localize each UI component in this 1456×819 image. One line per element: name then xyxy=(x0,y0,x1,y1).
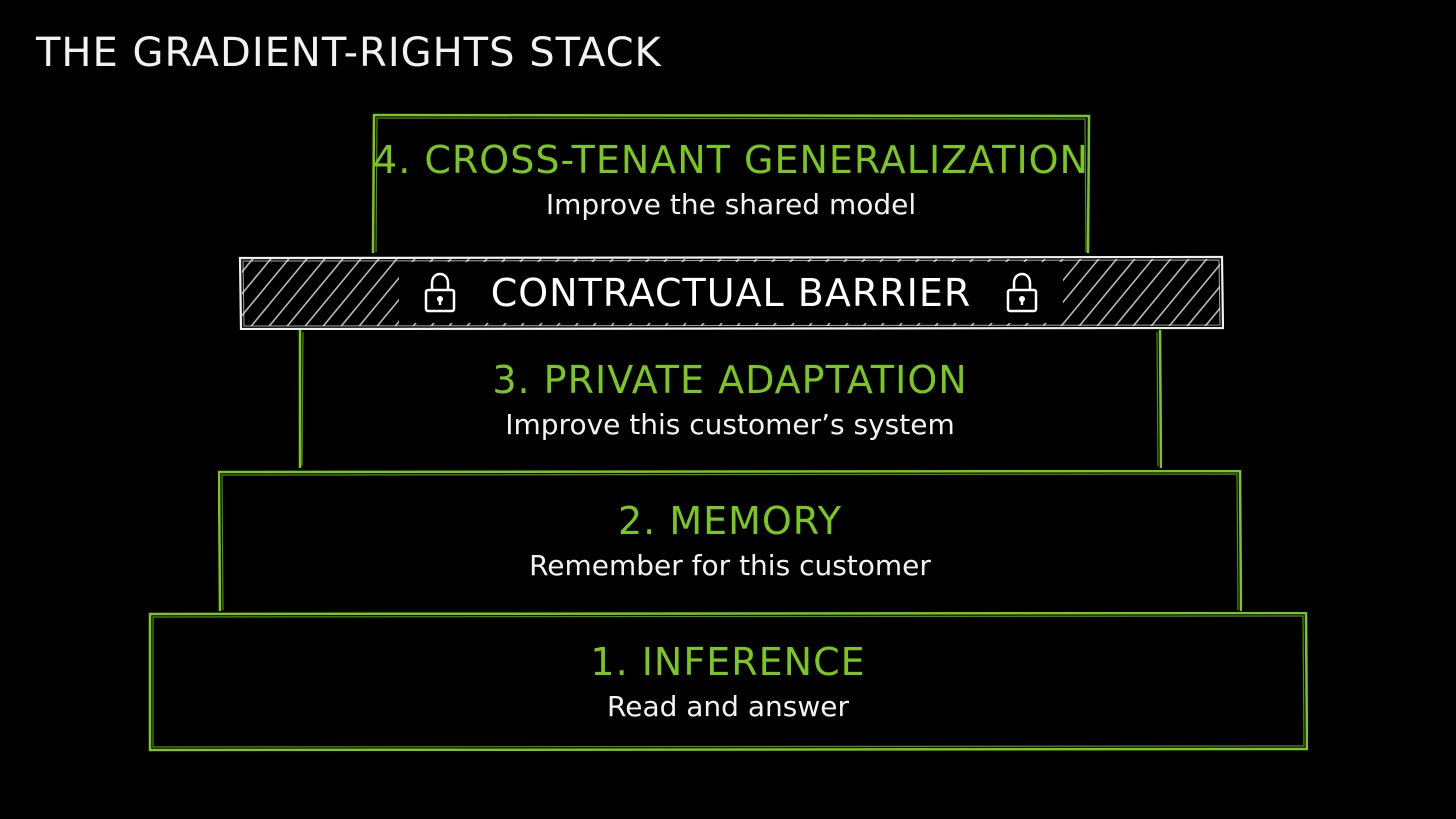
hatch-line xyxy=(250,259,308,326)
lock-icon xyxy=(423,272,457,314)
hatch-line xyxy=(268,259,326,326)
tier-description: Read and answer xyxy=(607,690,849,724)
lock-icon xyxy=(1005,272,1039,314)
hatch-line xyxy=(322,259,380,326)
hatch-line xyxy=(1060,259,1118,326)
tier-description: Remember for this customer xyxy=(529,549,931,583)
hatch-line xyxy=(304,259,362,326)
hatch-line xyxy=(1150,259,1208,326)
hatch-line xyxy=(1096,259,1154,326)
hatch-line xyxy=(1132,259,1190,326)
hatch-line xyxy=(1168,263,1220,326)
hatch-line xyxy=(340,259,398,326)
hatch-line xyxy=(242,259,254,274)
hatch-line xyxy=(1114,259,1172,326)
tier-title: 4. CROSS-TENANT GENERALIZATION xyxy=(373,137,1089,182)
tier-private-adaptation: 3. PRIVATE ADAPTATION Improve this custo… xyxy=(298,330,1162,470)
hatch-line xyxy=(242,259,290,317)
tier-title: 3. PRIVATE ADAPTATION xyxy=(492,357,968,402)
tier-cross-tenant-generalization: 4. CROSS-TENANT GENERALIZATION Improve t… xyxy=(371,113,1091,255)
hatch-line xyxy=(286,259,344,326)
tier-description: Improve this customer’s system xyxy=(505,408,955,442)
hatch-line xyxy=(1186,285,1220,326)
hatch-line xyxy=(1204,306,1220,326)
tier-title: 2. MEMORY xyxy=(617,498,842,543)
tier-frame xyxy=(371,113,1091,254)
barrier-label-group: CONTRACTUAL BARRIER xyxy=(398,262,1064,323)
tier-title: 1. INFERENCE xyxy=(590,639,866,684)
tier-memory: 2. MEMORY Remember for this customer xyxy=(218,470,1242,612)
page-title: THE GRADIENT-RIGHTS STACK xyxy=(36,30,662,76)
tier-description: Improve the shared model xyxy=(545,188,917,222)
hatch-line xyxy=(1078,259,1136,326)
barrier-label: CONTRACTUAL BARRIER xyxy=(490,270,972,315)
tier-inference: 1. INFERENCE Read and answer xyxy=(148,612,1308,752)
contractual-barrier: CONTRACTUAL BARRIER xyxy=(238,255,1224,330)
